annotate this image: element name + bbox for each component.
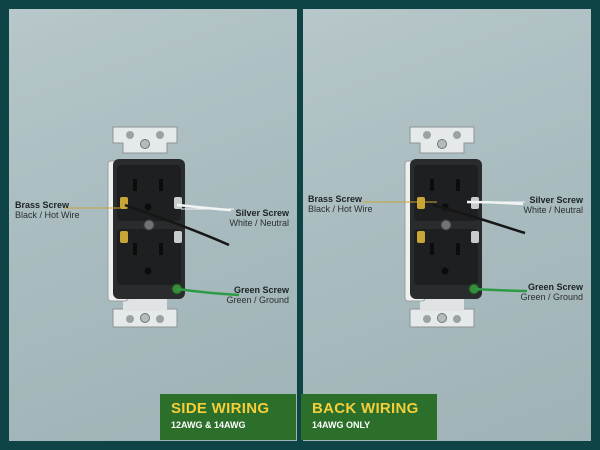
green-screw-title: Green Screw	[233, 285, 289, 295]
brass-screw-title: Brass Screw	[308, 194, 363, 204]
brass-screw-title: Brass Screw	[15, 200, 70, 210]
brass-screw-label: Brass Screw Black / Hot Wire	[308, 194, 373, 214]
silver-screw-desc: White / Neutral	[523, 205, 583, 215]
brass-screw-label: Brass Screw Black / Hot Wire	[15, 200, 80, 220]
green-screw-title: Green Screw	[527, 282, 583, 292]
side-wiring-outlet-illustration	[64, 126, 240, 328]
green-screw-desc: Green / Ground	[520, 292, 583, 302]
silver-screw-desc: White / Neutral	[229, 218, 289, 228]
side-wiring-badge: SIDE WIRING 12AWG & 14AWG	[160, 394, 296, 440]
back-wiring-outlet-illustration	[363, 126, 528, 328]
side-wiring-panel: Brass Screw Black / Hot Wire Silver Scre…	[9, 9, 297, 441]
back-wiring-badge: BACK WIRING 14AWG ONLY	[301, 394, 437, 440]
back-wiring-panel: Brass Screw Black / Hot Wire Silver Scre…	[303, 9, 591, 441]
silver-screw-title: Silver Screw	[235, 208, 289, 218]
silver-screw-label: Silver Screw White / Neutral	[523, 195, 583, 215]
back-wiring-subtitle: 14AWG ONLY	[312, 420, 371, 430]
side-wiring-title: SIDE WIRING	[171, 400, 270, 417]
brass-screw-desc: Black / Hot Wire	[15, 210, 80, 220]
green-screw-desc: Green / Ground	[226, 295, 289, 305]
side-wiring-subtitle: 12AWG & 14AWG	[171, 420, 246, 430]
green-screw-label: Green Screw Green / Ground	[226, 285, 289, 305]
silver-screw-label: Silver Screw White / Neutral	[229, 208, 289, 228]
brass-screw-desc: Black / Hot Wire	[308, 204, 373, 214]
silver-screw-title: Silver Screw	[529, 195, 583, 205]
back-wiring-title: BACK WIRING	[312, 400, 419, 417]
green-screw-label: Green Screw Green / Ground	[520, 282, 583, 302]
